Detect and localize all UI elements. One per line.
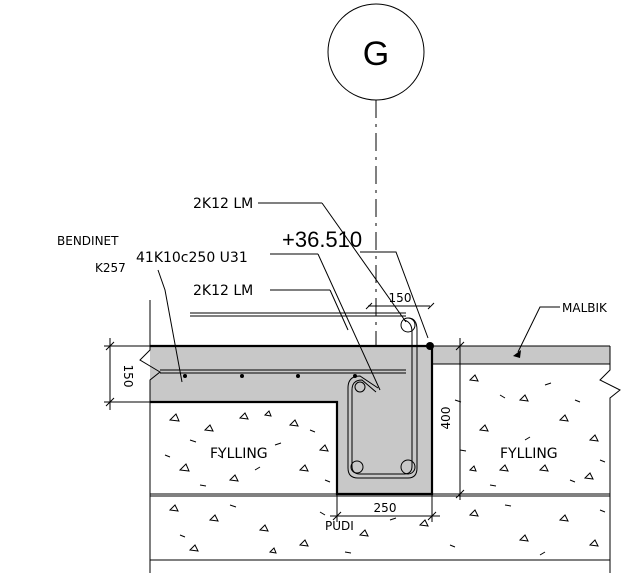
label-base: PUDI bbox=[325, 519, 354, 533]
label-elevation: +36.510 bbox=[282, 227, 362, 252]
fill-hatching-left bbox=[164, 410, 331, 487]
leader-elevation bbox=[360, 251, 429, 339]
bottom-bar-section bbox=[400, 459, 416, 475]
dim-height-text: 400 bbox=[439, 407, 453, 430]
top-bar-section-left bbox=[354, 381, 366, 393]
dim-width-tick bbox=[332, 511, 342, 521]
stirrup-inner bbox=[351, 319, 413, 475]
dim-height-tick bbox=[455, 341, 465, 351]
left-break-symbol bbox=[139, 346, 161, 402]
dim-cover-text: 150 bbox=[389, 291, 412, 305]
corner-dot bbox=[426, 342, 434, 350]
label-stirrups: 41K10c250 U31 bbox=[136, 250, 248, 266]
mesh-bar-dot bbox=[296, 374, 300, 378]
right-break-symbol bbox=[599, 346, 621, 573]
dim-width-tick bbox=[427, 511, 437, 521]
label-fill-left: FYLLING bbox=[210, 446, 268, 462]
label-mesh-code: K257 bbox=[95, 261, 126, 275]
label-fill-right: FYLLING bbox=[500, 446, 558, 462]
mesh-bar-dot bbox=[183, 374, 187, 378]
dim-slab-tick bbox=[105, 397, 115, 407]
dim-height-tick bbox=[455, 489, 465, 499]
top-bar-section bbox=[400, 317, 416, 333]
fill-hatching-bottom bbox=[168, 504, 606, 556]
grid-marker-letter: G bbox=[363, 35, 389, 73]
dim-slab-text: 150 bbox=[121, 365, 135, 388]
label-top-bars: 2K12 LM bbox=[193, 196, 253, 212]
concrete-section bbox=[150, 346, 610, 494]
leader-stirrups bbox=[317, 253, 381, 391]
dim-slab-tick bbox=[105, 341, 115, 351]
bottom-bar-section-left bbox=[350, 460, 364, 474]
leader-top-bars bbox=[321, 202, 407, 323]
dim-cover-tick bbox=[427, 302, 435, 310]
mesh-bar-dot bbox=[240, 374, 244, 378]
label-mesh-name: BENDINET bbox=[57, 234, 119, 248]
dim-cover-tick bbox=[365, 302, 373, 310]
label-bottom-bars: 2K12 LM bbox=[193, 283, 253, 299]
dim-width-text: 250 bbox=[374, 501, 397, 515]
label-surface: MALBIK bbox=[562, 301, 608, 315]
fill-hatching-right bbox=[454, 374, 606, 487]
leader-surface bbox=[517, 306, 560, 353]
leader-surface-arrow bbox=[513, 350, 521, 358]
leader-mesh bbox=[157, 269, 183, 383]
leader-bottom-bars bbox=[329, 289, 349, 331]
stirrup-outer bbox=[347, 317, 418, 479]
